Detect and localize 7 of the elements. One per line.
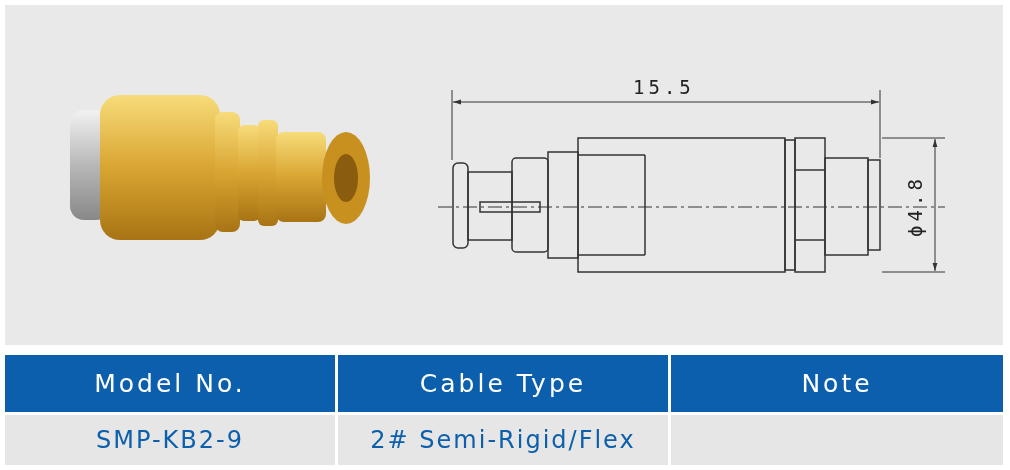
dimension-label: ϕ4.8 [903, 175, 926, 237]
table-header: Cable Type [338, 355, 668, 412]
table-header: Model No. [5, 355, 335, 412]
table-header: Note [671, 355, 1003, 412]
table-cell: 2# Semi-Rigid/Flex [338, 415, 668, 465]
table-cell: SMP-KB2-9 [5, 415, 335, 465]
dimension-label: 15.5 [633, 76, 695, 98]
